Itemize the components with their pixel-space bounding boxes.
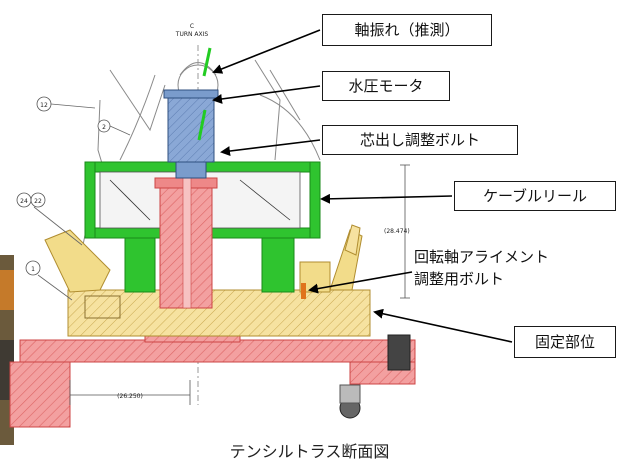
callout-cable-reel: ケーブルリール	[454, 181, 616, 211]
misc-hardware	[339, 334, 411, 419]
axis-label-turn: TURN AXIS	[175, 31, 209, 38]
balloon-1-label: 1	[31, 266, 35, 273]
runout-marks	[197, 47, 212, 141]
diagram-caption: テンシルトラス断面図	[229, 442, 390, 461]
balloon-12-label: 12	[40, 102, 48, 109]
callout-shaft-runout: 軸振れ（推測）	[322, 14, 492, 46]
axis-label-c: C	[190, 23, 194, 30]
callout-fixed-part: 固定部位	[514, 326, 616, 358]
callout-hydraulic-motor: 水圧モータ	[322, 71, 450, 101]
item-balloons	[16, 96, 111, 276]
balloon-22-label: 22	[34, 198, 42, 205]
dim-height-label: (28.474)	[384, 228, 410, 235]
label-alignment-bolt-line1: 回転軸アライメント	[414, 248, 550, 266]
dim-width-label: (26.250)	[117, 393, 143, 400]
label-alignment-bolt-line2: 調整用ボルト	[414, 270, 505, 288]
balloon-2-label: 2	[102, 124, 106, 131]
left-photo-strip	[0, 255, 14, 445]
balloon-leaders	[33, 103, 131, 301]
balloon-1	[25, 260, 41, 276]
dimension-lines	[69, 164, 410, 405]
alignment-bolt-mark	[301, 283, 306, 299]
balloon-24-label: 24	[20, 198, 28, 205]
central-shaft-red	[154, 177, 218, 309]
hydraulic-motor-blue	[163, 89, 219, 179]
callout-centering-bolt: 芯出し調整ボルト	[322, 125, 518, 155]
callout-arrows	[212, 29, 513, 343]
balloon-22	[30, 192, 46, 208]
fixed-part-yellow	[44, 224, 371, 337]
